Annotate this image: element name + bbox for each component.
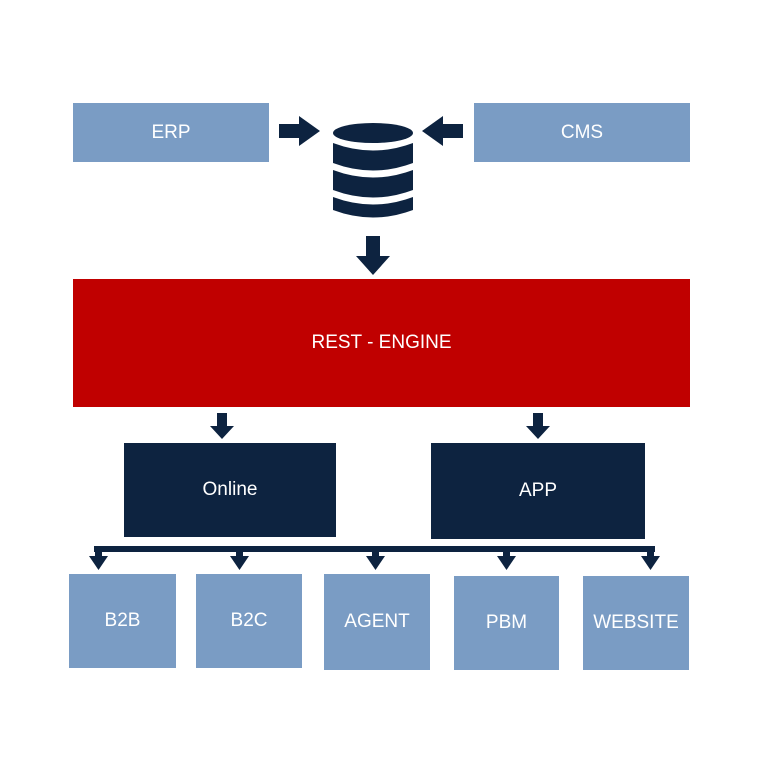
online-box: Online	[124, 443, 336, 537]
cms-label: CMS	[560, 121, 604, 143]
target-box-website: WEBSITE	[583, 576, 689, 670]
engine-to-online-arrow	[210, 413, 234, 439]
engine-to-app-arrow	[526, 413, 550, 439]
db-to-engine-arrow	[356, 236, 390, 275]
target-box-agent: AGENT	[324, 574, 430, 670]
target-label: B2C	[230, 610, 268, 631]
target-label: AGENT	[344, 611, 410, 632]
target-label: PBM	[485, 612, 528, 633]
database-icon	[333, 123, 413, 218]
cms-to-db-arrow	[422, 116, 463, 146]
bus-arrow-pbm	[497, 546, 516, 570]
erp-to-db-arrow	[279, 116, 320, 146]
target-box-b2c: B2C	[196, 574, 302, 668]
erp-label: ERP	[151, 121, 191, 143]
rest-engine-box: REST - ENGINE	[73, 279, 690, 407]
bus-arrow-b2b	[89, 546, 108, 570]
target-box-pbm: PBM	[454, 576, 559, 670]
target-box-b2b: B2B	[69, 574, 176, 668]
cms-box: CMS	[474, 103, 690, 162]
target-label: B2B	[104, 610, 141, 631]
bus-arrow-agent	[366, 546, 385, 570]
app-box: APP	[431, 443, 645, 539]
rest-engine-label: REST - ENGINE	[311, 332, 452, 353]
online-label: Online	[202, 479, 258, 500]
bus-arrow-website	[641, 546, 660, 570]
target-label: WEBSITE	[593, 612, 679, 633]
erp-box: ERP	[73, 103, 269, 162]
app-label: APP	[518, 480, 558, 501]
bus-arrow-b2c	[230, 546, 249, 570]
